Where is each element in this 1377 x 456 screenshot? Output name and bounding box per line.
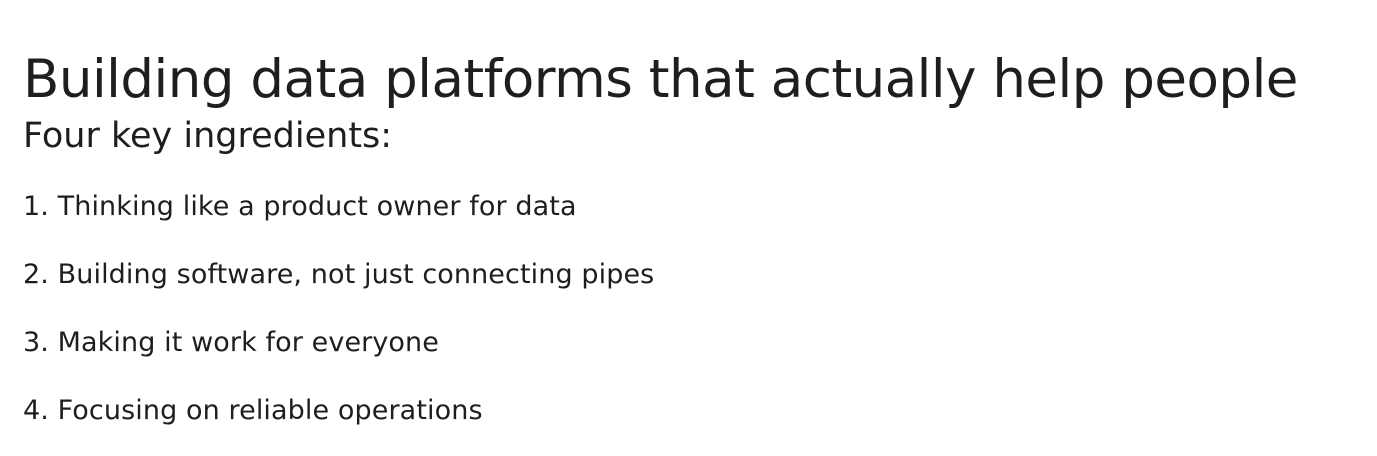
slide-subtitle: Four key ingredients: [23, 116, 393, 156]
list-item: 4. Focusing on reliable operations [23, 395, 483, 426]
page-title: Building data platforms that actually he… [23, 48, 1298, 110]
ingredient-list: 1. Thinking like a product owner for dat… [23, 190, 1353, 428]
list-item: 2. Building software, not just connectin… [23, 259, 655, 290]
list-item: 3. Making it work for everyone [23, 327, 439, 358]
list-item: 1. Thinking like a product owner for dat… [23, 191, 577, 222]
